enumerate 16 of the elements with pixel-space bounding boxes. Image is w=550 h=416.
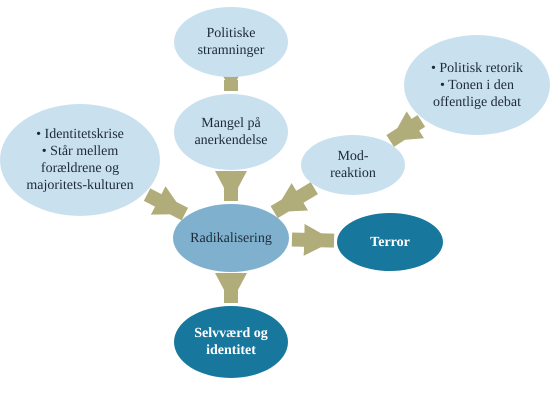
arrow <box>215 171 247 201</box>
arrow <box>215 273 247 303</box>
arrow <box>270 182 318 218</box>
node-text: • Politisk retorik <box>430 60 523 76</box>
node-text: Mod-reaktion <box>329 148 377 182</box>
node-text: • Identitetskrise <box>36 126 124 143</box>
arrow <box>144 186 188 220</box>
arrow <box>386 111 426 147</box>
node-text: Politiske stramninger <box>196 25 266 59</box>
node-text: Terror <box>370 234 410 250</box>
node-text: • Tonen i den offentlige debat <box>432 76 522 110</box>
node-text: Radikalisering <box>190 230 272 246</box>
node-text: Selvværd og identitet <box>193 325 269 359</box>
arrow <box>292 224 334 256</box>
node-text: • Står mellem forældrene og majoritets-kulturen <box>25 143 135 194</box>
node-text: Mangel på anerkendelse <box>193 115 269 149</box>
